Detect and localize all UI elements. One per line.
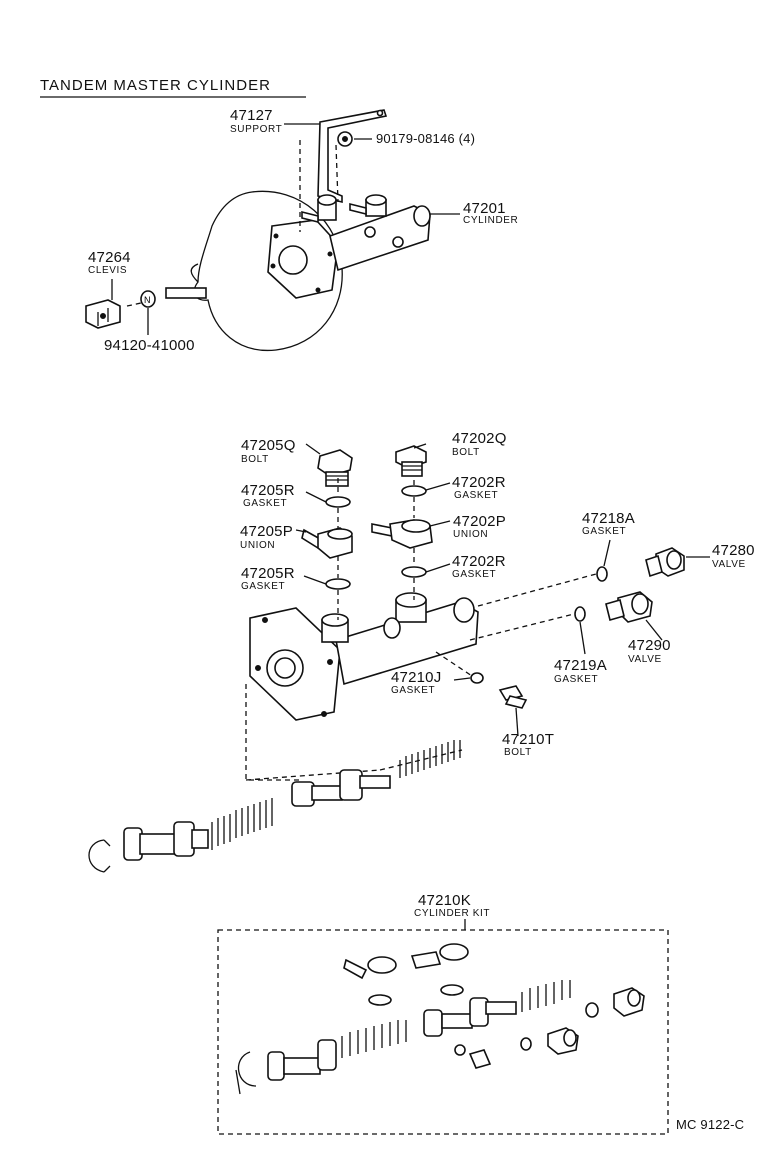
label-47290-number: 47290	[628, 637, 671, 654]
label-47290-name: VALVE	[628, 654, 662, 665]
label-47205r-b-name: GASKET	[241, 581, 286, 592]
circlip-icon	[88, 839, 111, 873]
gasket-47218a-icon	[596, 566, 608, 582]
label-47127-number: 47127	[230, 107, 273, 124]
union-47202p-icon	[371, 519, 433, 549]
label-47205q-number: 47205Q	[241, 437, 296, 454]
svg-text:N: N	[144, 295, 151, 305]
label-47205r-a-number: 47205R	[241, 482, 295, 499]
gasket-47202r-b-icon	[401, 566, 427, 578]
label-47280-number: 47280	[712, 542, 755, 559]
label-47202r-a-name: GASKET	[454, 490, 499, 501]
label-47210t-name: BOLT	[504, 747, 532, 758]
label-47205q-name: BOLT	[241, 454, 269, 465]
cylinder-kit-box	[217, 929, 669, 1135]
master-cylinder-top	[267, 194, 431, 299]
bolt-47205q-icon	[317, 449, 353, 487]
gasket-47205r-b-icon	[325, 578, 351, 590]
primary-spring-icon	[211, 798, 273, 850]
label-47210t-number: 47210T	[502, 731, 555, 748]
union-47205p-icon	[301, 527, 353, 559]
label-47205r-b-number: 47205R	[241, 565, 295, 582]
primary-piston-icon	[123, 821, 209, 861]
label-94120-number: 94120-41000	[104, 337, 195, 354]
kit-contents	[235, 943, 645, 1095]
label-47219a-number: 47219A	[554, 657, 607, 674]
clevis-icon	[85, 299, 121, 329]
label-47210j-name: GASKET	[391, 685, 436, 696]
valve-47290-icon	[605, 591, 653, 623]
label-47202p-number: 47202P	[453, 513, 506, 530]
label-47205p-number: 47205P	[240, 523, 293, 540]
pushrod	[165, 287, 207, 299]
label-47264-number: 47264	[88, 249, 131, 266]
label-47210k-number: 47210K	[418, 892, 471, 909]
gasket-47205r-a-icon	[325, 496, 351, 508]
label-47218a-number: 47218A	[582, 510, 635, 527]
support-bracket-icon	[317, 109, 388, 204]
label-47202r-b-number: 47202R	[452, 553, 506, 570]
label-47205p-name: UNION	[240, 540, 276, 551]
label-47219a-name: GASKET	[554, 674, 599, 685]
nut-icon: N	[140, 290, 156, 308]
bolt-90179-icon	[337, 131, 353, 147]
label-47127-name: SUPPORT	[230, 124, 283, 135]
gasket-47219a-icon	[574, 606, 586, 622]
label-47201-name: CYLINDER	[463, 215, 519, 226]
label-47280-name: VALVE	[712, 559, 746, 570]
label-90179-number: 90179-08146 (4)	[376, 131, 476, 146]
label-47202q-number: 47202Q	[452, 430, 507, 447]
secondary-spring-icon	[399, 740, 461, 778]
label-47264-name: CLEVIS	[88, 265, 128, 276]
bolt-47210t-icon	[498, 685, 528, 709]
diagram-title: TANDEM MASTER CYLINDER	[40, 77, 271, 94]
gasket-47202r-a-icon	[401, 485, 427, 497]
secondary-piston-icon	[291, 769, 391, 807]
label-47202q-name: BOLT	[452, 447, 480, 458]
bolt-47202q-icon	[395, 445, 427, 477]
label-47210k-name: CYLINDER KIT	[414, 908, 491, 919]
label-47205r-a-name: GASKET	[243, 498, 288, 509]
label-47202r-a-number: 47202R	[452, 474, 506, 491]
label-47202r-b-name: GASKET	[452, 569, 497, 580]
gasket-47210j-icon	[470, 672, 484, 684]
label-47202p-name: UNION	[453, 529, 489, 540]
label-47201-number: 47201	[463, 200, 506, 217]
master-cylinder-body	[249, 592, 479, 721]
valve-47280-icon	[645, 547, 685, 578]
label-47210j-number: 47210J	[391, 669, 442, 686]
label-47218a-name: GASKET	[582, 526, 627, 537]
figure-code: MC 9122-C	[676, 1117, 745, 1132]
